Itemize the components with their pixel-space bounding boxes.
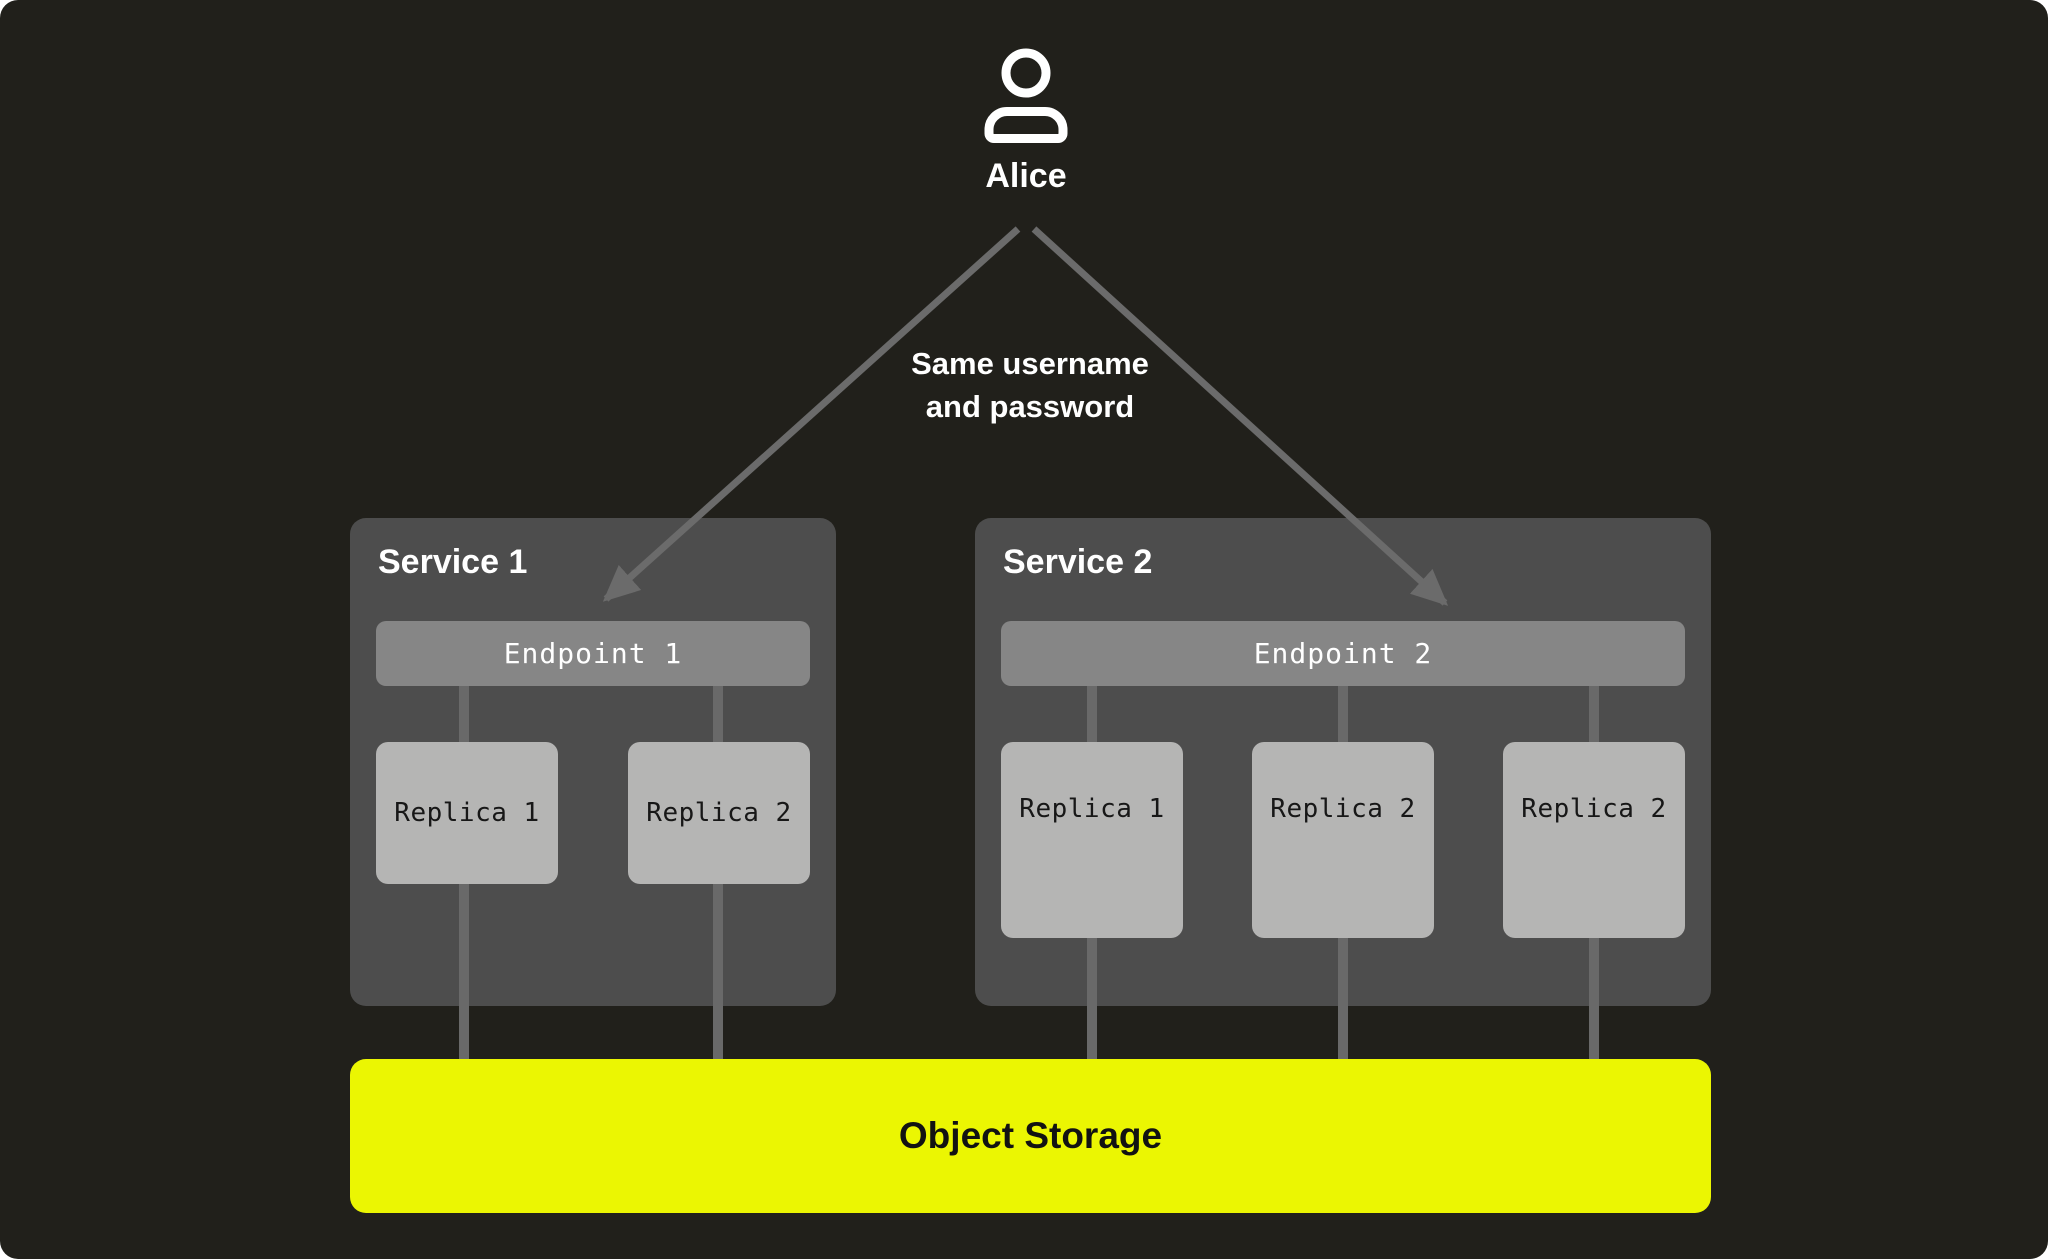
service-2-box: Service 2 Endpoint 2 Replica 1 Replica 2… <box>975 518 1711 1006</box>
user-name-label: Alice <box>985 157 1067 195</box>
endpoint-1-label: Endpoint 1 <box>503 637 683 670</box>
service-1-box: Service 1 Endpoint 1 Replica 1 Replica 2 <box>350 518 836 1006</box>
replica-label: Replica 2 <box>1521 794 1667 824</box>
service-2-replica-1: Replica 1 <box>1001 742 1183 938</box>
service-2-title: Service 2 <box>1003 543 1153 581</box>
service-2-replica-3: Replica 2 <box>1503 742 1685 938</box>
object-storage-label: Object Storage <box>898 1115 1163 1156</box>
annotation-line-2: and password <box>925 389 1135 424</box>
replica-label: Replica 1 <box>1019 794 1165 824</box>
annotation-line-1: Same username <box>911 346 1149 381</box>
service-1-replica-1: Replica 1 <box>376 742 558 884</box>
service-2-endpoint: Endpoint 2 <box>1001 621 1685 686</box>
endpoint-2-label: Endpoint 2 <box>1253 637 1433 670</box>
service-1-endpoint: Endpoint 1 <box>376 621 810 686</box>
replica-label: Replica 2 <box>1270 794 1416 824</box>
service-1-title: Service 1 <box>378 543 528 581</box>
replica-label: Replica 1 <box>394 798 540 828</box>
service-2-replica-2: Replica 2 <box>1252 742 1434 938</box>
object-storage-bar: Object Storage <box>350 1059 1711 1213</box>
user-icon <box>974 45 1078 145</box>
credentials-annotation: Same username and password <box>830 342 1230 428</box>
service-1-replica-2: Replica 2 <box>628 742 810 884</box>
replica-label: Replica 2 <box>646 798 792 828</box>
